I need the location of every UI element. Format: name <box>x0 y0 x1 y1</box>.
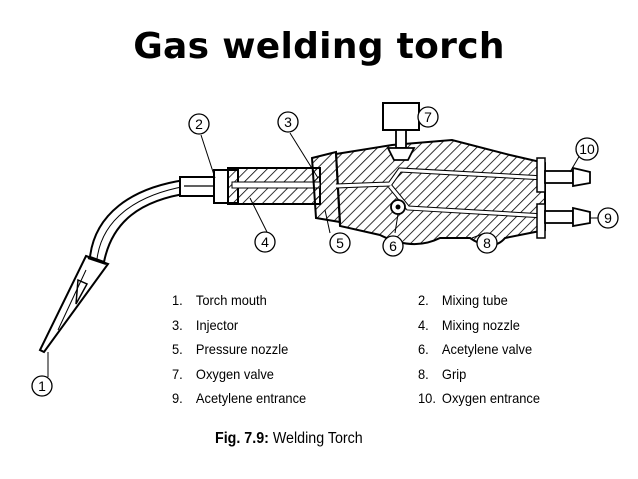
legend-text: Oxygen valve <box>195 365 274 382</box>
svg-text:6: 6 <box>389 238 397 254</box>
callout-10: 10 <box>575 137 599 161</box>
legend-item: 6. Acetylene valve <box>418 337 540 362</box>
torch-neck <box>38 178 192 354</box>
mixing-tube <box>179 167 321 205</box>
legend-item: 10. Oxygen entrance <box>418 386 540 411</box>
legend-item: 3. Injector <box>172 313 306 338</box>
legend-number: 8. <box>418 365 429 382</box>
legend-left-column: 1. Torch mouth 3. Injector 5. Pressure nozz… <box>172 288 306 411</box>
legend-item: 1. Torch mouth <box>172 288 306 313</box>
legend-number: 9. <box>172 390 183 406</box>
legend-number: 1. <box>172 292 183 308</box>
legend-number: 2. <box>418 292 429 308</box>
legend-text: Pressure nozzle <box>195 341 289 357</box>
svg-text:9: 9 <box>604 210 612 226</box>
legend-text: Mixing nozzle <box>441 316 520 333</box>
oxygen-valve <box>382 102 420 161</box>
legend-text: Torch mouth <box>195 292 267 308</box>
legend-item: 8. Grip <box>418 362 540 387</box>
callout-9: 9 <box>597 207 619 229</box>
legend-text: Injector <box>195 316 239 333</box>
legend-number: 6. <box>418 341 429 357</box>
legend-item: 5. Pressure nozzle <box>172 337 306 362</box>
svg-text:4: 4 <box>261 234 269 250</box>
svg-text:7: 7 <box>424 109 432 125</box>
legend-number: 5. <box>172 341 183 357</box>
callout-1: 1 <box>31 375 53 397</box>
legend-text: Acetylene valve <box>441 341 533 357</box>
callout-4: 4 <box>254 231 276 253</box>
legend-right-column: 2. Mixing tube 4. Mixing nozzle 6. Acetylen… <box>418 288 540 411</box>
legend-text: Grip <box>441 365 467 382</box>
gas-inlets <box>536 157 591 239</box>
legend-item: 4. Mixing nozzle <box>418 313 540 338</box>
legend-text: Oxygen entrance <box>441 390 541 406</box>
figure-caption: Fig. 7.9: Welding Torch <box>215 430 363 448</box>
callout-leaders <box>47 117 598 377</box>
legend-text: Acetylene entrance <box>195 390 307 406</box>
legend-number: 10. <box>418 390 436 406</box>
legend-number: 7. <box>172 365 183 382</box>
legend-item: 2. Mixing tube <box>418 288 540 313</box>
figure-caption-label: Fig. 7.9: <box>215 430 269 447</box>
callout-2: 2 <box>188 113 210 135</box>
handle-body <box>334 138 546 247</box>
legend-text: Mixing tube <box>441 292 508 308</box>
figure-caption-text: Welding Torch <box>272 430 363 447</box>
svg-text:1: 1 <box>38 378 46 394</box>
svg-text:8: 8 <box>483 235 491 251</box>
callout-5: 5 <box>329 232 351 254</box>
legend-item: 9. Acetylene entrance <box>172 386 306 411</box>
callout-3: 3 <box>277 111 299 133</box>
callout-6: 6 <box>382 235 404 257</box>
svg-text:2: 2 <box>195 116 203 132</box>
slide-title: Gas welding torch <box>133 26 505 67</box>
svg-text:3: 3 <box>284 114 292 130</box>
callout-8: 8 <box>476 232 498 254</box>
legend-item: 7. Oxygen valve <box>172 362 306 387</box>
svg-text:10: 10 <box>579 141 595 157</box>
legend-number: 4. <box>418 316 429 333</box>
legend-number: 3. <box>172 316 183 333</box>
callout-7: 7 <box>417 106 439 128</box>
svg-text:5: 5 <box>336 235 344 251</box>
